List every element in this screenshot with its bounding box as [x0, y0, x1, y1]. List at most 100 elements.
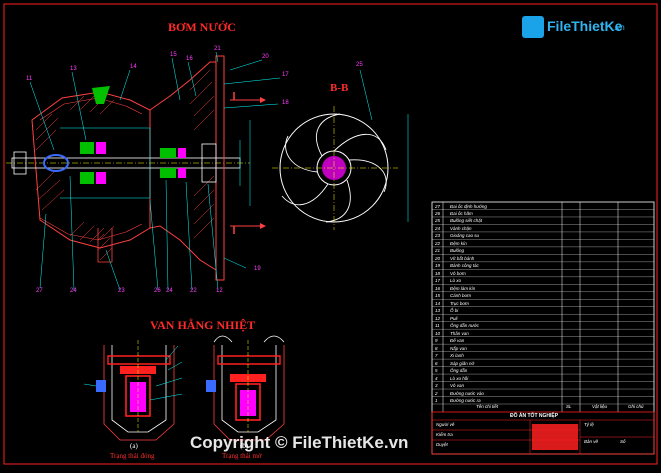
parts-row-number: 20	[435, 255, 441, 261]
parts-header-qty: SL	[566, 404, 572, 409]
title-block	[431, 411, 655, 455]
parts-row-number: 5	[435, 368, 438, 374]
parts-list-table	[431, 201, 655, 455]
parts-row-number: 3	[435, 383, 438, 389]
parts-row-name: Bánh công tác	[450, 263, 479, 269]
impeller-vanes	[281, 113, 387, 223]
parts-row-number: 7	[435, 353, 438, 359]
section-label: B-B	[330, 82, 349, 94]
parts-row-number: 22	[435, 240, 441, 246]
parts-row-name: Vít bắt bánh	[450, 255, 475, 261]
parts-row-name: Bulông	[450, 248, 465, 254]
valve-title: VAN HẰNG NHIỆT	[150, 318, 256, 332]
parts-row-number: 14	[435, 300, 441, 306]
parts-row-number: 25	[435, 218, 441, 224]
impeller-hub	[322, 156, 346, 180]
parts-row-name: Đệm làm kín	[450, 285, 476, 291]
parts-row-name: Gioăng cao su	[450, 233, 480, 239]
outlet-pipe	[97, 228, 113, 263]
pump-section	[6, 51, 281, 291]
parts-row-number: 18	[435, 270, 441, 276]
parts-row-number: 4	[435, 375, 438, 381]
title-block-cell: Duyệt	[436, 442, 448, 447]
site-logo: FileThietKe .vn	[522, 12, 630, 42]
marker-closed: (a)	[130, 442, 138, 450]
parts-row-number: 15	[435, 293, 441, 299]
parts-row-name: Đế van	[450, 338, 465, 344]
title-block-cell: Bản vẽ	[584, 439, 599, 444]
school-logo	[532, 424, 578, 450]
parts-row-number: 17	[435, 278, 441, 284]
parts-row-name: Vành chặn	[450, 225, 472, 231]
part-balloon: 24	[166, 288, 173, 294]
logo-icon	[522, 16, 544, 38]
parts-row-number: 9	[435, 338, 438, 344]
parts-row-number: 27	[435, 203, 441, 209]
part-balloon: 12	[216, 288, 223, 294]
parts-row-name: Đai ốc định hướng	[450, 203, 487, 209]
parts-row-number: 1	[435, 398, 438, 404]
part-balloon: 27	[36, 288, 43, 294]
thermostat-closed	[83, 340, 183, 441]
seal-bottom	[96, 172, 106, 184]
parts-row-name: Lò xo hồi	[450, 375, 469, 381]
parts-row-name: Đường nước vào	[450, 390, 484, 396]
parts-row-number: 26	[435, 210, 441, 216]
part-balloon: 19	[254, 266, 261, 272]
part-balloon: 14	[130, 64, 137, 70]
parts-row-name: Puli	[450, 315, 458, 321]
part-balloon: 18	[282, 100, 289, 106]
project-title: ĐỒ ÁN TỐT NGHIỆP	[510, 413, 559, 419]
title-block-cell: Người vẽ	[436, 422, 455, 427]
drawing-frame	[3, 3, 658, 465]
parts-row-number: 23	[435, 233, 441, 239]
parts-row-name: Ống dẫn nước	[450, 323, 479, 329]
parts-row-number: 11	[435, 323, 440, 329]
part-balloon: 15	[170, 52, 177, 58]
caption-closed: Trạng thái đóng	[110, 452, 155, 460]
parts-row-number: 19	[435, 263, 441, 269]
parts-row-name: Sáp giãn nở	[450, 360, 475, 366]
parts-row-number: 24	[435, 225, 441, 231]
parts-row-number: 10	[435, 330, 441, 336]
part-balloon: 17	[282, 72, 289, 78]
seal-ring	[43, 154, 69, 172]
part-balloon: 21	[214, 46, 221, 52]
pump-housing-right	[149, 61, 217, 271]
shaft-nut	[13, 151, 27, 175]
parts-row-number: 13	[435, 308, 441, 314]
parts-row-name: Ổ bi	[450, 308, 459, 314]
title-block-cell: Tỷ lệ	[584, 422, 594, 427]
bearing-bottom-2	[160, 168, 176, 178]
parts-row-name: Lò xo	[450, 278, 462, 284]
parts-row-name: Đệm kín	[450, 240, 467, 246]
parts-row-name: Vỏ van	[450, 383, 465, 389]
parts-row-name: Nắp van	[450, 345, 467, 351]
bearing-top-2	[160, 148, 176, 158]
part-balloon: 16	[186, 56, 193, 62]
part-balloon: 22	[190, 288, 197, 294]
title-block-cell: Số	[620, 439, 626, 444]
parts-row-number: 6	[435, 360, 438, 366]
parts-row-name: Cánh bơm	[450, 293, 471, 299]
title-block-cell: Kiểm tra	[436, 432, 453, 437]
bearing-top-1	[80, 142, 94, 154]
parts-row-number: 2	[435, 390, 438, 396]
part-balloon: 25	[356, 62, 363, 68]
part-balloon: 13	[70, 66, 77, 72]
parts-row-name: Vỏ bơm	[450, 270, 466, 276]
parts-row-number: 16	[435, 285, 441, 291]
part-balloon: 20	[262, 54, 269, 60]
parts-row-number: 8	[435, 345, 438, 351]
impeller-section	[272, 69, 409, 230]
parts-header-note: Ghi chú	[628, 404, 644, 409]
marker-open: (b)	[240, 442, 249, 450]
caption-open: Trạng thái mở	[222, 452, 262, 460]
parts-header-name: Tên chi tiết	[476, 404, 499, 409]
parts-row-name: Đai ốc hãm	[450, 210, 473, 216]
copyright-watermark: Copyright © FileThietKe.vn	[190, 433, 409, 452]
bearing-bottom-1	[80, 172, 94, 184]
